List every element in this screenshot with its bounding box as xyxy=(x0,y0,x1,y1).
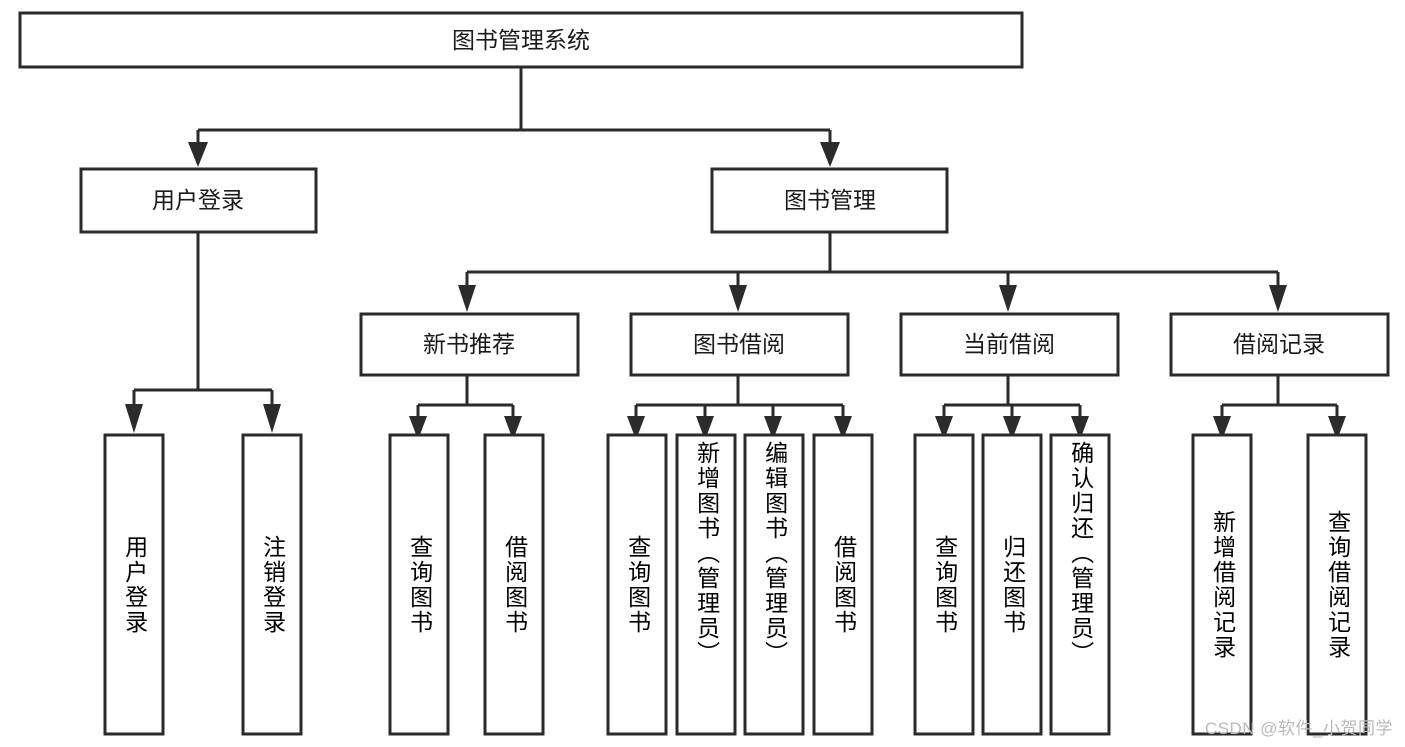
arrowhead-icon-user-login xyxy=(188,142,208,167)
node-borrow-record[interactable]: 借阅记录 xyxy=(1169,312,1390,377)
leaf-book-borrow-2-box[interactable] xyxy=(675,433,737,736)
leaf-new-book-1-box[interactable] xyxy=(388,433,450,736)
arrowhead-icon-leaf-2 xyxy=(263,404,281,433)
leaf-user-login-1-text-area: 用户登录 xyxy=(121,534,148,635)
leaf-borrow-record-1-box[interactable] xyxy=(1191,433,1253,736)
leaf-current-borrow-2-text-area: 归还图书 xyxy=(999,534,1026,635)
arrowhead-icon-leaf-12 xyxy=(1213,416,1231,440)
arrowhead-icon-leaf-6 xyxy=(696,416,714,440)
node-user-login-box[interactable] xyxy=(79,167,318,234)
node-new-book-recommend-label: 新书推荐 xyxy=(423,331,515,357)
arrowhead-icon-leaf-11 xyxy=(1071,416,1089,440)
leaf-user-login-1-label: 用户登录 xyxy=(121,534,148,635)
node-borrow-record-label: 借阅记录 xyxy=(1233,331,1325,357)
arrowhead-icon-book-manage xyxy=(820,142,840,167)
leaf-new-book-2-text-area: 借阅图书 xyxy=(501,534,528,635)
arrowhead-icon-currentborrow xyxy=(999,285,1017,312)
leaf-current-borrow-1-text-area: 查询图书 xyxy=(931,534,958,635)
leaf-borrow-record-1-text-area: 新增借阅记录 xyxy=(1209,509,1236,660)
node-user-login[interactable]: 用户登录 xyxy=(79,167,318,234)
node-user-login-label: 用户登录 xyxy=(152,187,244,213)
node-new-book-recommend[interactable]: 新书推荐 xyxy=(359,312,580,377)
leaf-new-book-1-label: 查询图书 xyxy=(406,534,433,635)
leaf-new-book-2[interactable]: 借阅图书 xyxy=(483,433,545,736)
leaf-book-borrow-1-label: 查询图书 xyxy=(624,534,651,635)
arrowhead-icon-leaf-3 xyxy=(409,416,427,440)
leaf-borrow-record-2-label: 查询借阅记录 xyxy=(1324,509,1351,660)
leaf-book-borrow-2-text-area: 新增图书（管理员） xyxy=(693,441,720,666)
leaf-book-borrow-4-text-area: 借阅图书 xyxy=(830,534,857,635)
node-book-manage-box[interactable] xyxy=(710,167,949,234)
connector-group xyxy=(132,68,1339,416)
leaf-borrow-record-2-text-area: 查询借阅记录 xyxy=(1324,509,1351,660)
leaf-current-borrow-3-text-area: 确认归还（管理员） xyxy=(1067,441,1094,666)
arrowhead-icon-newbook xyxy=(458,285,476,312)
arrowhead-icon-leaf-13 xyxy=(1328,416,1346,440)
arrowhead-icon-leaf-7 xyxy=(764,416,782,440)
leaf-borrow-record-2[interactable]: 查询借阅记录 xyxy=(1306,433,1368,736)
arrowhead-icon-borrowrecord xyxy=(1269,285,1287,312)
leaf-new-book-2-label: 借阅图书 xyxy=(501,534,528,635)
leaf-user-login-2[interactable]: 注销登录 xyxy=(241,433,303,736)
leaf-new-book-1-text-area: 查询图书 xyxy=(406,534,433,635)
arrowhead-icon-bookborrow xyxy=(729,285,747,312)
leaf-book-borrow-3[interactable]: 编辑图书（管理员） xyxy=(743,433,805,736)
leaf-book-borrow-2-label: 新增图书（管理员） xyxy=(693,441,720,666)
node-current-borrow[interactable]: 当前借阅 xyxy=(899,312,1120,377)
node-book-borrow-label: 图书借阅 xyxy=(693,331,785,357)
leaf-user-login-2-label: 注销登录 xyxy=(259,534,286,635)
node-root[interactable]: 图书管理系统 xyxy=(18,11,1024,69)
leaf-borrow-record-1[interactable]: 新增借阅记录 xyxy=(1191,433,1253,736)
leaf-book-borrow-2[interactable]: 新增图书（管理员） xyxy=(675,433,737,736)
arrowhead-icon-leaf-9 xyxy=(935,416,953,440)
leaf-book-borrow-3-label: 编辑图书（管理员） xyxy=(761,441,788,666)
leaf-current-borrow-1[interactable]: 查询图书 xyxy=(913,433,975,736)
arrowhead-icon-leaf-4 xyxy=(504,416,522,440)
leaf-book-borrow-1[interactable]: 查询图书 xyxy=(606,433,668,736)
leaf-current-borrow-2-box[interactable] xyxy=(981,433,1043,736)
arrowhead-icon-leaf-5 xyxy=(627,416,645,440)
leaf-user-login-1[interactable]: 用户登录 xyxy=(103,433,165,736)
leaf-borrow-record-2-box[interactable] xyxy=(1306,433,1368,736)
leaf-book-borrow-4-label: 借阅图书 xyxy=(830,534,857,635)
arrowhead-icon-leaf-8 xyxy=(834,416,852,440)
node-book-manage[interactable]: 图书管理 xyxy=(710,167,949,234)
arrowhead-group xyxy=(125,142,1346,440)
node-book-borrow[interactable]: 图书借阅 xyxy=(629,312,850,377)
leaf-user-login-1-box[interactable] xyxy=(103,433,165,736)
leaf-current-borrow-1-box[interactable] xyxy=(913,433,975,736)
node-current-borrow-box[interactable] xyxy=(899,312,1120,377)
leaf-book-borrow-4-box[interactable] xyxy=(812,433,874,736)
node-root-box[interactable] xyxy=(18,11,1024,69)
node-root-label: 图书管理系统 xyxy=(452,27,590,53)
node-book-manage-label: 图书管理 xyxy=(784,187,876,213)
node-borrow-record-box[interactable] xyxy=(1169,312,1390,377)
leaf-current-borrow-1-label: 查询图书 xyxy=(931,534,958,635)
leaf-current-borrow-3-box[interactable] xyxy=(1049,433,1111,736)
arrowhead-icon-leaf-1 xyxy=(125,404,143,433)
leaf-current-borrow-2-label: 归还图书 xyxy=(999,534,1026,635)
leaf-user-login-2-text-area: 注销登录 xyxy=(259,534,286,635)
leaf-current-borrow-3-label: 确认归还（管理员） xyxy=(1067,441,1094,666)
leaf-book-borrow-3-text-area: 编辑图书（管理员） xyxy=(761,441,788,666)
leaf-book-borrow-3-box[interactable] xyxy=(743,433,805,736)
leaf-current-borrow-2[interactable]: 归还图书 xyxy=(981,433,1043,736)
leaf-new-book-2-box[interactable] xyxy=(483,433,545,736)
node-book-borrow-box[interactable] xyxy=(629,312,850,377)
leaf-borrow-record-1-label: 新增借阅记录 xyxy=(1209,509,1236,660)
leaf-current-borrow-3[interactable]: 确认归还（管理员） xyxy=(1049,433,1111,736)
arrowhead-icon-leaf-10 xyxy=(1003,416,1021,440)
leaf-book-borrow-1-box[interactable] xyxy=(606,433,668,736)
leaf-user-login-2-box[interactable] xyxy=(241,433,303,736)
leaf-book-borrow-4[interactable]: 借阅图书 xyxy=(812,433,874,736)
leaf-new-book-1[interactable]: 查询图书 xyxy=(388,433,450,736)
leaf-book-borrow-1-text-area: 查询图书 xyxy=(624,534,651,635)
node-current-borrow-label: 当前借阅 xyxy=(963,331,1055,357)
node-new-book-recommend-box[interactable] xyxy=(359,312,580,377)
